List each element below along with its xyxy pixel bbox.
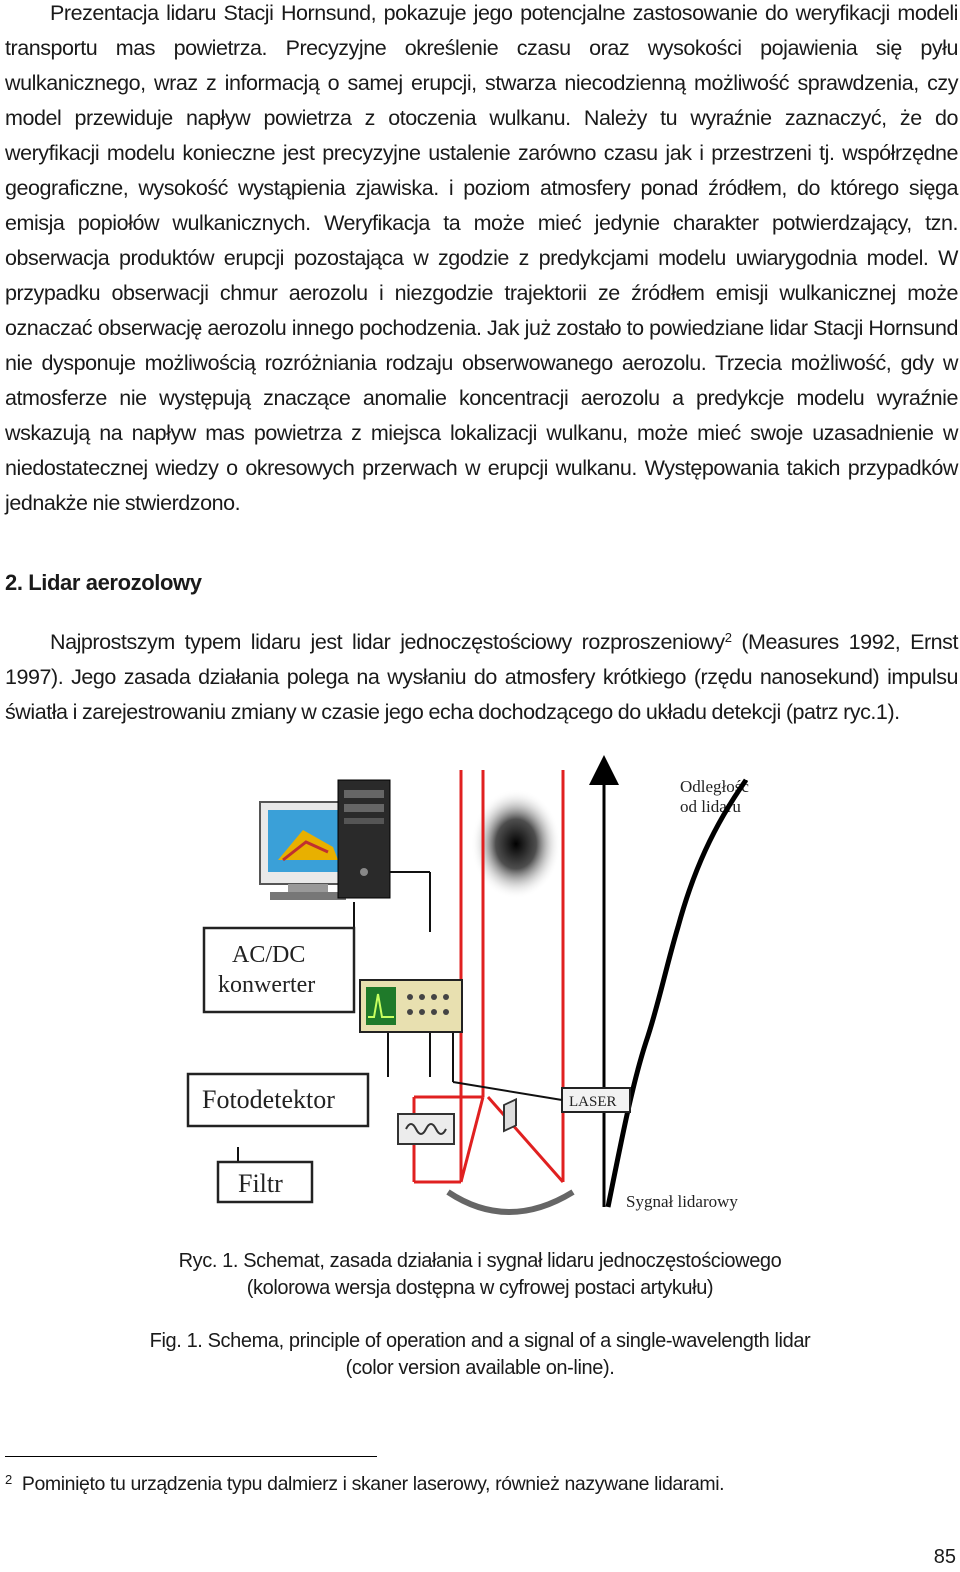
caption-en-line2: (color version available on-line). [345,1357,615,1379]
body-paragraph-2: Najprostszym typem lidaru jest lidar jed… [5,620,958,730]
acdc-label-line1: AC/DC [232,942,305,968]
caption-english: Fig. 1. Schema, principle of operation a… [0,1328,960,1382]
footnote-divider [5,1456,377,1457]
laser-box [561,1087,631,1113]
paragraph-2-text-b: (Measures 1992, Ernst 1997). Jego zasada… [5,630,958,724]
page-number: 85 [933,1546,956,1568]
caption-polish: Ryc. 1. Schemat, zasada działania i sygn… [0,1248,960,1302]
photodetector-label: Fotodetektor [202,1085,335,1114]
acdc-converter-box [202,926,356,1014]
caption-pl-line2: (kolorowa wersja dostępna w cyfrowej pos… [246,1277,714,1299]
signal-label: Sygnał lidarowy [626,1192,738,1211]
caption-pl-line1: Ryc. 1. Schemat, zasada działania i sygn… [178,1250,782,1272]
distance-axis-label-line1: Odległość [680,777,749,796]
body-paragraph-1: Prezentacja lidaru Stacji Hornsund, poka… [5,1,958,515]
section-heading: 2. Lidar aerozolowy [5,570,202,595]
photodetector-box [186,1072,370,1128]
acdc-label-line2: konwerter [218,972,315,998]
footnote-text: Pominięto tu urządzenia typu dalmierz i … [21,1473,725,1495]
data-acquisition-unit [359,979,463,1033]
beam-mirror-icon [503,1097,517,1133]
lidar-schematic-figure: Odległość od lidaru Sygnał lidarowy LASE… [186,755,749,1215]
caption-en-line1: Fig. 1. Schema, principle of operation a… [149,1330,811,1352]
filter-box [216,1160,314,1204]
filter-label: Filtr [238,1169,283,1198]
telescope-mirror-icon [446,1189,575,1215]
paragraph-2-text-a: Najprostszym typem lidaru jest lidar jed… [50,630,725,654]
footnote-reference[interactable]: 2 [724,630,732,645]
computer-icon [259,779,391,900]
aerosol-cloud [471,789,561,899]
footnote-mark: 2 [5,1472,12,1487]
footnote: 2 Pominięto tu urządzenia typu dalmierz i… [5,1472,725,1496]
laser-beams [412,770,565,1184]
laser-label: LASER [569,1094,617,1110]
lidar-signal-curve [605,778,749,1208]
